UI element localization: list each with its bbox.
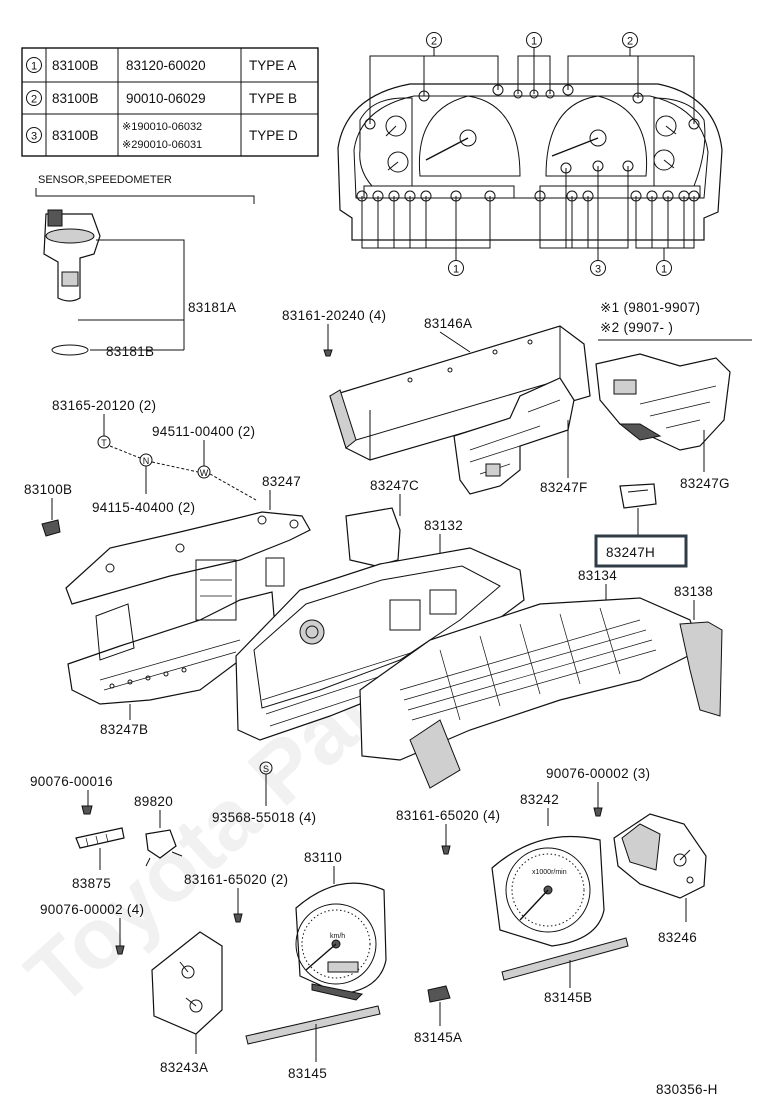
label-83247G: 83247G	[680, 476, 730, 491]
bottom-left-parts: 90076-00016 89820 83875 83161-65020 (2) …	[30, 774, 288, 1075]
part-83247H: 83247H	[594, 483, 688, 568]
label-83165-20120: 83165-20120 (2)	[52, 398, 156, 413]
tachometer-unit: x1000r/min	[532, 869, 567, 876]
legend-line-1: ※1 (9801-9907)	[600, 300, 700, 315]
table-cell-code: ※290010-06031	[122, 139, 202, 151]
cluster-face-diagram	[337, 48, 723, 260]
table-row-num: 2	[31, 94, 37, 106]
panel-83138	[679, 621, 723, 717]
label-83132: 83132	[424, 518, 463, 533]
table-cell-type: TYPE D	[249, 128, 298, 143]
label-94115-40400: 94115-40400 (2)	[92, 500, 195, 515]
cluster-callouts: 2 1 2 1 3 1	[426, 32, 672, 276]
table-row-num: 3	[31, 131, 37, 143]
label-83100B: 83100B	[24, 482, 72, 497]
label-83247H[interactable]: 83247H	[606, 545, 655, 560]
table-cell-type: TYPE B	[249, 91, 297, 106]
callout-1-label: 1	[531, 36, 537, 48]
label-93568-55018: 93568-55018 (4)	[212, 810, 316, 825]
callout-1-label: 1	[661, 264, 667, 276]
bracket-83247	[65, 511, 311, 605]
label-83145A: 83145A	[414, 1030, 462, 1045]
callout-circle-3	[26, 127, 42, 143]
screw-90076-00016	[81, 805, 93, 815]
strip-83145B	[501, 937, 629, 981]
callout-circle-1	[26, 57, 42, 73]
label-83181B: 83181B	[106, 344, 154, 359]
label-83247C: 83247C	[370, 478, 419, 493]
gauge-83246: 90076-00002 (3) 83246	[546, 766, 707, 945]
relay-89820	[145, 829, 177, 859]
speedometer-83110: 83110 km/h 83145	[245, 850, 387, 1081]
table-cell-code: 90010-06029	[126, 91, 206, 106]
label-83138: 83138	[674, 584, 713, 599]
cluster-case-assembly: 83247C 83132 83134 83138 S 93568-55018 (…	[212, 478, 723, 825]
label-83243A: 83243A	[160, 1060, 208, 1075]
table-row-num: 1	[31, 61, 37, 73]
callout-w: W	[200, 468, 209, 478]
label-83247: 83247	[262, 474, 301, 489]
callout-t: T	[101, 438, 107, 448]
table-cell-code: 83120-60020	[126, 58, 206, 73]
circuit-board-83247F: 83247F	[453, 377, 588, 495]
connector-83100B	[41, 519, 61, 537]
highlight-box-83247H[interactable]	[594, 534, 688, 568]
label-94511-00400: 94511-00400 (2)	[152, 424, 255, 439]
gauge-83243A	[151, 931, 223, 1035]
callout-s: S	[263, 764, 269, 774]
circuit-board-83247G: 83247G	[595, 353, 731, 491]
tachometer-83242: 83161-65020 (4) 83242 x1000r/min 83145A …	[396, 792, 629, 1045]
label-83875: 83875	[72, 876, 111, 891]
housing-83146A: 83161-20240 (4) 83146A	[282, 308, 591, 461]
label-90076-00002-3: 90076-00002 (3)	[546, 766, 650, 781]
piece-83145A	[427, 985, 451, 1003]
label-83161-20240: 83161-20240 (4)	[282, 308, 386, 323]
callout-n: N	[143, 456, 150, 466]
label-83247F: 83247F	[540, 480, 588, 495]
sensor-o-ring	[51, 344, 89, 356]
bracket-hardware: 83165-20120 (2) T 94511-00400 (2) N W 83…	[24, 398, 311, 737]
label-83145: 83145	[288, 1066, 327, 1081]
table-cell-part: 83100B	[52, 58, 99, 73]
callout-1-label: 1	[453, 264, 459, 276]
callout-3-label: 3	[595, 264, 601, 276]
table-cell-type: TYPE A	[249, 58, 296, 73]
diagram-code: 830356-H	[656, 1082, 718, 1097]
speed-sensor	[43, 213, 101, 302]
legend-line-2: ※2 (9907- )	[600, 320, 673, 335]
callout-2-label: 2	[627, 36, 633, 48]
label-90076-00016: 90076-00016	[30, 774, 113, 789]
label-83145B: 83145B	[544, 990, 592, 1005]
label-83161-65020-4: 83161-65020 (4)	[396, 808, 500, 823]
table-cell-part: 83100B	[52, 91, 99, 106]
label-90076-00002-4: 90076-00002 (4)	[40, 902, 144, 917]
table-cell-code: ※190010-06032	[122, 121, 202, 133]
label-83242: 83242	[520, 792, 559, 807]
strip-83145	[245, 1005, 381, 1045]
callout-2-label: 2	[431, 36, 437, 48]
sensor-title: SENSOR,SPEEDOMETER	[38, 174, 172, 186]
part-type-table: 1 83100B 83120-60020 TYPE A 2 83100B 900…	[21, 47, 319, 157]
label-83247B: 83247B	[100, 722, 148, 737]
legend: ※1 (9801-9907) ※2 (9907- )	[598, 300, 752, 341]
label-83246: 83246	[658, 930, 697, 945]
label-83110: 83110	[304, 850, 342, 865]
label-83134: 83134	[578, 568, 617, 583]
label-83161-65020-2: 83161-65020 (2)	[184, 872, 288, 887]
harness-83875	[75, 827, 125, 849]
plate-83247C	[345, 507, 401, 567]
label-89820: 89820	[134, 794, 173, 809]
speedometer-unit: km/h	[330, 933, 345, 940]
label-83146A: 83146A	[424, 316, 472, 331]
label-83181A: 83181A	[188, 300, 236, 315]
lens-83134	[359, 597, 701, 761]
table-cell-part: 83100B	[52, 128, 99, 143]
callout-circle-2	[26, 90, 42, 106]
speed-sensor-group: SENSOR,SPEEDOMETER 83181A 83181B	[35, 174, 255, 359]
